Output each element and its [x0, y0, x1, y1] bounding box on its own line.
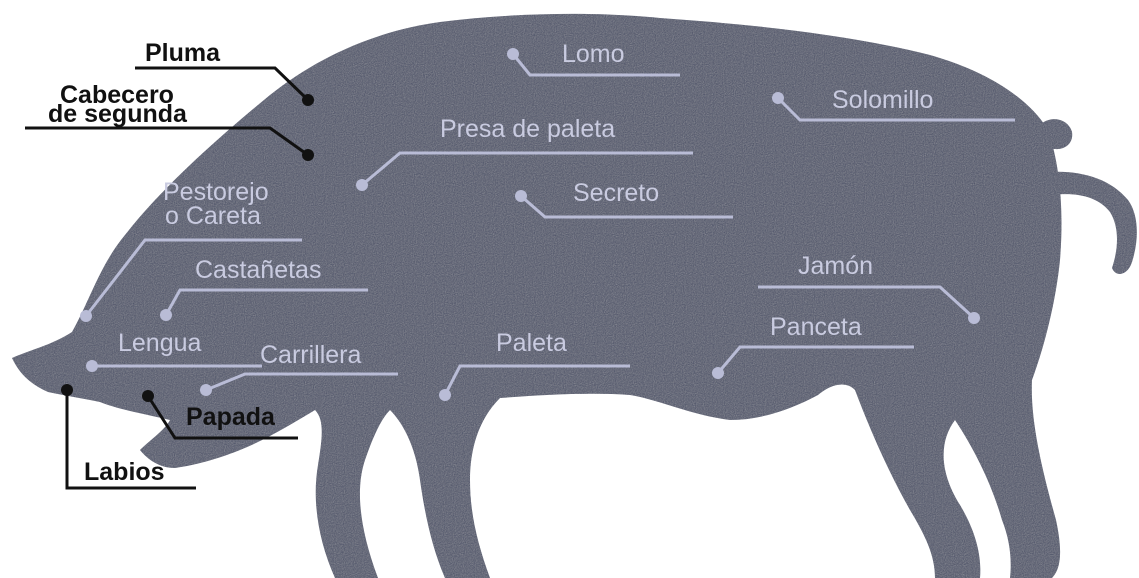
label-carrillera-text: Carrillera	[260, 341, 362, 369]
label-castanetas-text: Castañetas	[195, 256, 321, 284]
marker-dot-jamon	[968, 312, 980, 324]
label-pestorejo-line2: o Careta	[165, 202, 261, 230]
marker-dot-solomillo	[772, 92, 784, 104]
leader-line-labios	[65, 390, 196, 490]
leader-line-solomillo	[776, 96, 1015, 122]
leader-line-lomo	[511, 53, 680, 77]
label-lengua: Lengua	[86, 329, 262, 372]
leader-line-presa	[361, 151, 693, 187]
label-papada-text: Papada	[186, 403, 276, 431]
label-presa: Presa de paleta	[356, 115, 693, 191]
label-panceta-text: Panceta	[770, 313, 862, 341]
label-lengua-text: Lengua	[118, 329, 202, 357]
label-pluma-text: Pluma	[145, 39, 221, 67]
marker-dot-lengua	[86, 360, 98, 372]
label-cabecero-line1: Cabecero	[60, 81, 174, 109]
leader-line-secreto	[520, 194, 733, 219]
leader-line-jamon	[758, 285, 976, 320]
pig-silhouette	[12, 13, 1137, 578]
marker-dot-panceta	[712, 367, 724, 379]
marker-dot-paleta	[439, 389, 451, 401]
label-secreto: Secreto	[515, 179, 733, 219]
leader-line-papada	[146, 395, 298, 440]
marker-dot-presa	[356, 179, 368, 191]
pig-ear	[1040, 119, 1073, 150]
label-panceta: Panceta	[712, 313, 914, 379]
label-pluma: Pluma	[135, 39, 314, 106]
label-jamon-text: Jamón	[798, 252, 873, 280]
leader-line-paleta	[443, 364, 630, 396]
leader-line-cabecero	[25, 126, 309, 157]
label-pestorejo-line1: Pestorejo	[163, 178, 269, 206]
label-paleta-text: Paleta	[496, 329, 567, 357]
label-secreto-text: Secreto	[573, 179, 659, 207]
pig-body	[12, 13, 1062, 578]
leader-line-carrillera	[205, 372, 398, 392]
marker-dot-pluma	[302, 94, 314, 106]
label-jamon: Jamón	[758, 252, 980, 324]
label-pestorejo: Pestorejo o Careta	[80, 178, 302, 322]
marker-dot-papada	[142, 390, 154, 402]
marker-dot-cabecero	[302, 149, 314, 161]
label-labios: Labios	[61, 384, 196, 490]
label-carrillera: Carrillera	[200, 341, 398, 396]
label-paleta: Paleta	[439, 329, 630, 401]
label-papada: Papada	[142, 390, 298, 440]
label-solomillo-text: Solomillo	[832, 86, 933, 114]
marker-dot-castanetas	[160, 309, 172, 321]
leader-line-pestorejo	[84, 238, 302, 317]
leader-line-pluma	[135, 66, 310, 102]
label-solomillo: Solomillo	[772, 86, 1015, 122]
label-lomo: Lomo	[507, 40, 680, 77]
label-lomo-text: Lomo	[562, 40, 625, 68]
leader-line-castanetas	[164, 288, 368, 316]
marker-dot-labios	[61, 384, 73, 396]
marker-dot-lomo	[507, 48, 519, 60]
marker-dot-pestorejo	[80, 310, 92, 322]
label-castanetas: Castañetas	[160, 256, 368, 321]
label-labios-text: Labios	[84, 458, 165, 486]
leader-line-panceta	[716, 345, 914, 374]
label-cabecero-line2: de segunda	[48, 100, 188, 128]
pig-tail	[1048, 171, 1137, 274]
marker-dot-carrillera	[200, 384, 212, 396]
marker-dot-secreto	[515, 190, 527, 202]
label-cabecero: Cabecero de segunda	[25, 81, 314, 161]
label-presa-text: Presa de paleta	[440, 115, 615, 143]
